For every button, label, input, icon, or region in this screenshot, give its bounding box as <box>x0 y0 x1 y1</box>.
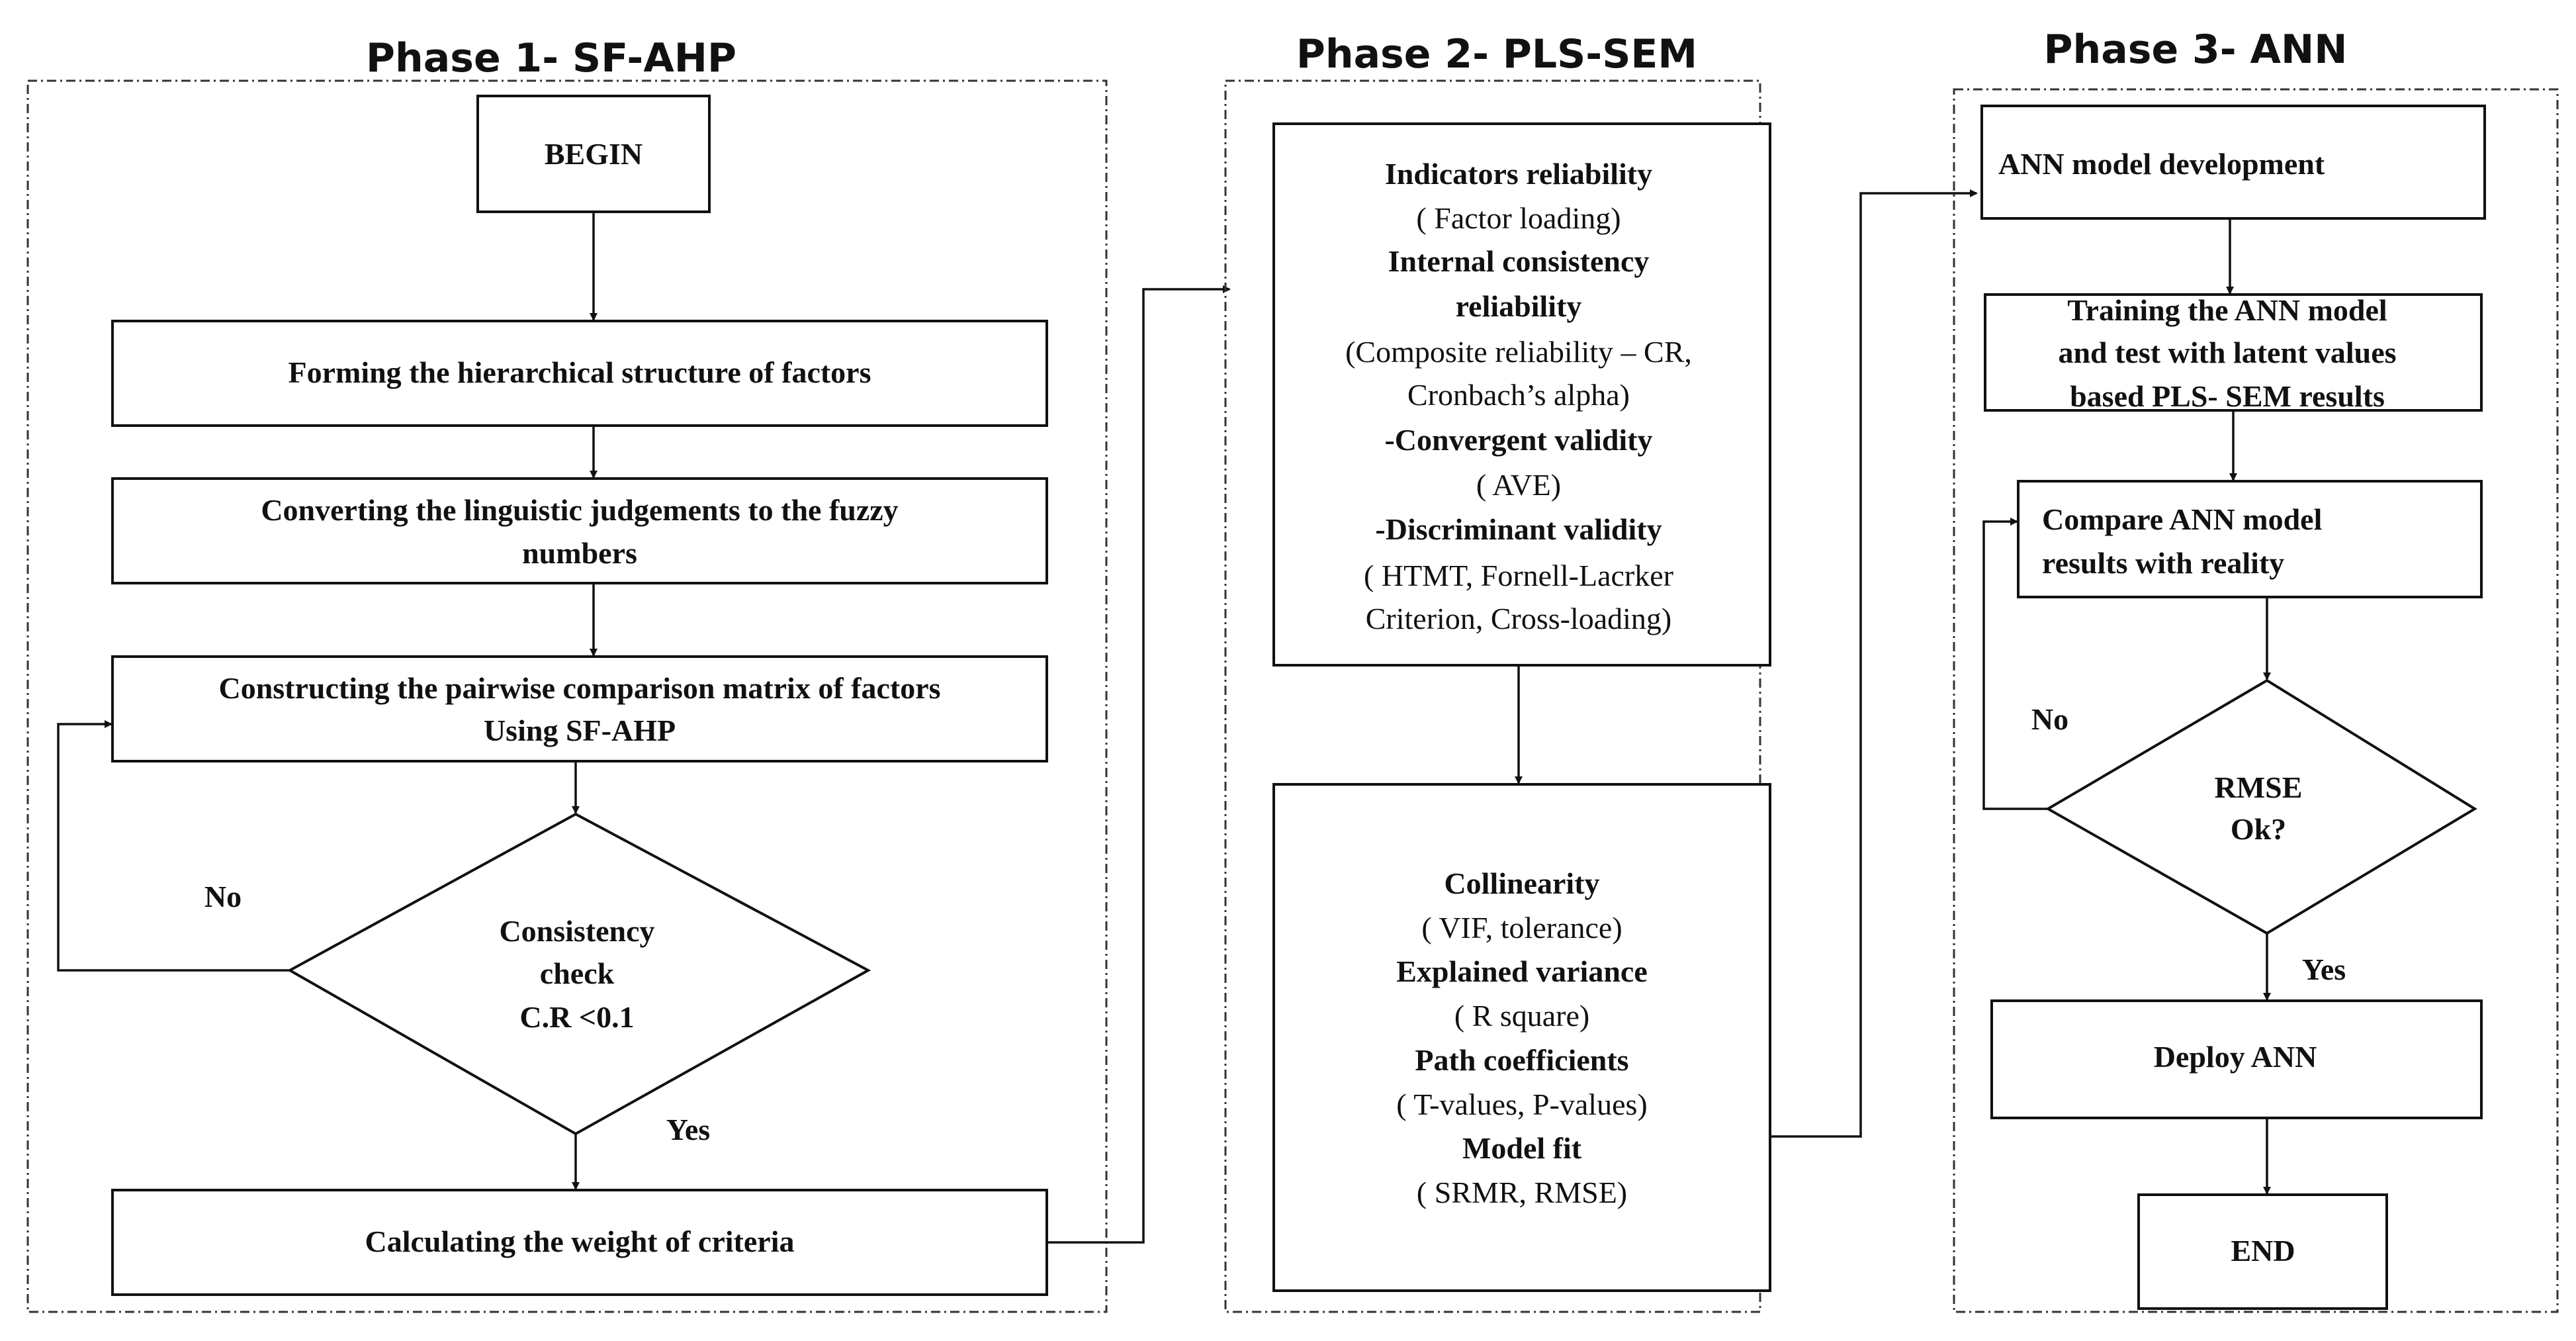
box1-line-6: Cronbach’s alpha) <box>1407 378 1630 412</box>
end-box <box>2137 1193 2388 1310</box>
reliability-validity-box <box>1272 122 1771 667</box>
pairwise-matrix-box <box>111 655 1048 763</box>
box2-line-8: ( SRMR, RMSE) <box>1417 1176 1627 1209</box>
end-label: END <box>2231 1234 2295 1268</box>
box2-line-3: Explained variance <box>1396 954 1648 988</box>
training-ann-line-3: based PLS- SEM results <box>2070 379 2385 413</box>
yes-label-phase-1: Yes <box>666 1113 710 1146</box>
box2-line-5: Path coefficients <box>1415 1043 1628 1077</box>
converting-judgements-line-2: numbers <box>522 536 637 570</box>
deploy-ann-label: Deploy ANN <box>2154 1040 2317 1074</box>
phase-2-title: Phase 2- PLS-SEM <box>1296 31 1697 77</box>
ann-development-box <box>1980 105 2486 220</box>
phase-3-title: Phase 3- ANN <box>2044 26 2348 73</box>
box2-line-4: ( R square) <box>1454 999 1589 1033</box>
box1-line-4: reliability <box>1456 289 1582 323</box>
arrow-phase-1-to-phase-2 <box>1047 285 1231 1244</box>
yes-label-phase-3: Yes <box>2302 952 2346 986</box>
phase-1-frame <box>26 79 1108 1313</box>
calculating-weights-label: Calculating the weight of criteria <box>365 1225 795 1258</box>
box1-line-1: Indicators reliability <box>1385 157 1652 191</box>
arrow-phase-2-to-phase-3 <box>1770 189 1978 1138</box>
box1-line-10: ( HTMT, Fornell-Lacrker <box>1364 559 1673 592</box>
box2-line-2: ( VIF, tolerance) <box>1421 911 1622 945</box>
phase-2-panel: Phase 2- PLS-SEM Indicators reliability … <box>1224 31 1771 1313</box>
phase-1-title: Phase 1- SF-AHP <box>366 35 736 81</box>
arrow-rmse-no-loop <box>1982 518 2048 810</box>
forming-hierarchy-box <box>111 320 1048 427</box>
rmse-check-line-2: Ok? <box>2231 812 2286 846</box>
consistency-check-line-3: C.R <0.1 <box>519 1000 634 1034</box>
consistency-check-line-1: Consistency <box>499 914 654 948</box>
training-ann-box <box>1984 293 2483 412</box>
box1-line-9: -Discriminant validity <box>1375 512 1662 546</box>
pairwise-matrix-line-1: Constructing the pairwise comparison mat… <box>218 671 940 705</box>
box1-line-7: -Convergent validity <box>1384 423 1652 457</box>
box1-line-5: (Composite reliability – CR, <box>1345 335 1692 369</box>
training-ann-line-2: and test with latent values <box>2058 336 2396 369</box>
deploy-ann-box <box>1990 999 2483 1119</box>
compare-results-line-2: results with reality <box>2042 546 2284 580</box>
training-ann-line-1: Training the ANN model <box>2067 293 2387 327</box>
forming-hierarchy-label: Forming the hierarchical structure of fa… <box>288 355 871 389</box>
converting-judgements-box <box>111 477 1048 584</box>
no-label-phase-1: No <box>204 880 242 913</box>
box2-line-7: Model fit <box>1462 1131 1582 1165</box>
no-label-phase-3: No <box>2031 702 2068 736</box>
rmse-check-line-1: RMSE <box>2215 770 2303 804</box>
rmse-check-diamond <box>2045 678 2477 935</box>
box2-line-1: Collinearity <box>1444 866 1599 900</box>
begin-label: BEGIN <box>545 137 643 171</box>
box1-line-3: Internal consistency <box>1388 244 1650 278</box>
phase-3-frame <box>1953 88 2559 1313</box>
phase-1-panel: Phase 1- SF-AHP BEGIN Forming the hierar… <box>26 35 1108 1313</box>
box1-line-2: ( Factor loading) <box>1416 201 1621 235</box>
converting-judgements-line-1: Converting the linguistic judgements to … <box>261 493 898 527</box>
pairwise-matrix-line-2: Using SF-AHP <box>484 714 676 747</box>
box2-line-6: ( T-values, P-values) <box>1396 1087 1647 1121</box>
box1-line-11: Criterion, Cross-loading) <box>1366 602 1672 635</box>
phase-3-panel: Phase 3- ANN ANN model development Train… <box>1953 26 2559 1313</box>
consistency-check-line-2: check <box>540 956 615 990</box>
box1-line-8: ( AVE) <box>1476 468 1561 502</box>
compare-results-line-1: Compare ANN model <box>2042 502 2322 536</box>
structural-model-box <box>1272 783 1771 1292</box>
ann-development-label: ANN model development <box>1998 147 2325 181</box>
compare-results-box <box>2017 480 2483 598</box>
arrow-check-no-loop <box>57 720 290 972</box>
calculating-weights-box <box>111 1189 1048 1296</box>
